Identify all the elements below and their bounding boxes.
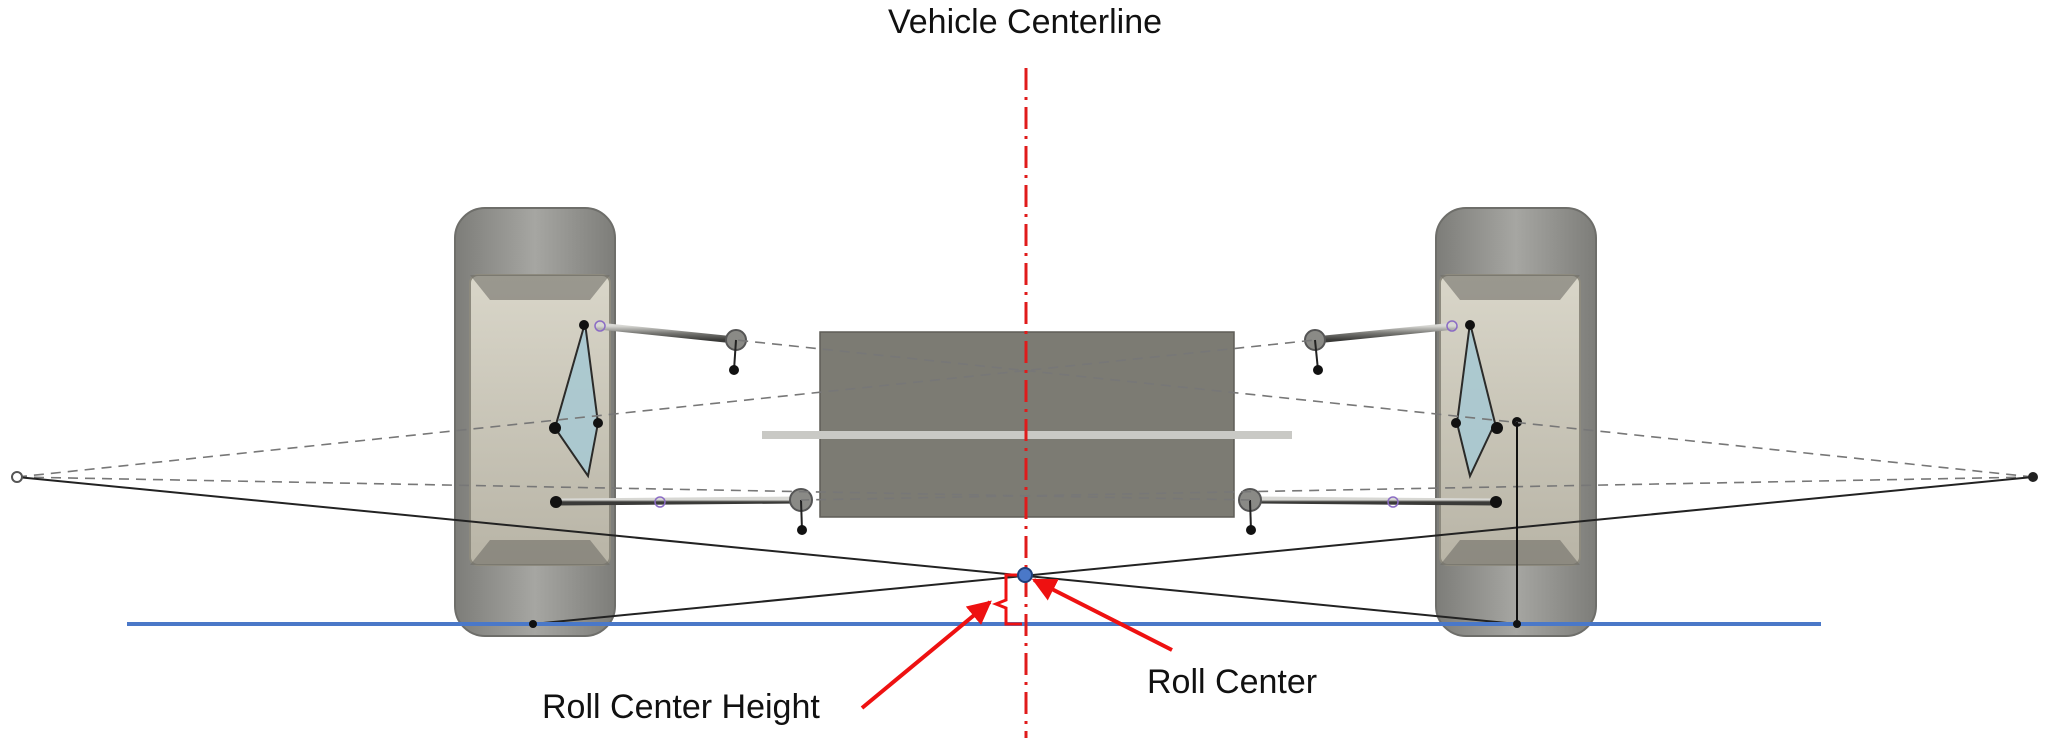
roll-center-height-arrow [860,600,992,710]
left-wheel [454,207,616,637]
right-instant-center [2028,472,2038,482]
roll-center-force-lines [16,476,2034,625]
right-contact-patch [1513,620,1521,628]
roll-center-label: Roll Center [1147,663,1317,701]
instant-center-construction-lines [16,339,2034,501]
vehicle-centerline-label: Vehicle Centerline [888,3,1162,41]
roll-center-arrow [1031,578,1173,652]
left-instant-center [11,471,23,483]
roll-center-point [1017,567,1033,583]
left-contact-patch [529,620,537,628]
roll-center-height-bracket [991,573,1022,626]
roll-center-height-label: Roll Center Height [542,688,820,726]
pivot-points [549,320,1522,535]
right-upright [1455,322,1497,479]
left-upright [553,322,600,479]
